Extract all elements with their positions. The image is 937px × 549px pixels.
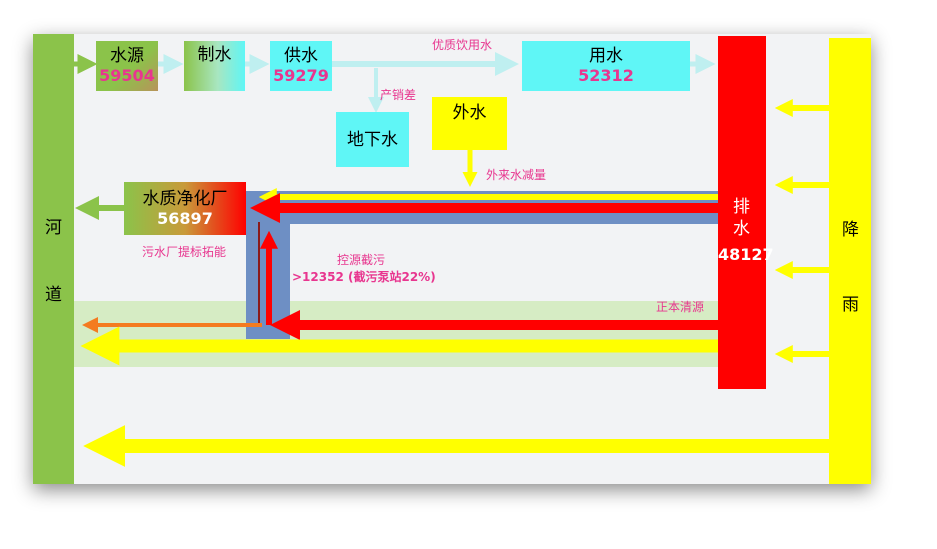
- rain-node: [829, 38, 871, 484]
- groundwater-node: 地下水: [336, 112, 409, 167]
- water-supply-value: 59279: [273, 66, 329, 85]
- water-source-value: 59504: [99, 66, 155, 85]
- external-water-node: 外水: [432, 97, 507, 150]
- water-supply-node: 供水 59279: [270, 41, 332, 91]
- water-source-node: 水源 59504: [96, 41, 158, 91]
- quality-drinking-label: 优质饮用水: [432, 38, 493, 52]
- source-interception-label: 控源截污: [337, 253, 386, 267]
- production-sales-gap-label: 产销差: [380, 88, 417, 102]
- rain-label-1: 降: [842, 220, 859, 240]
- water-treatment-node: 制水: [184, 41, 245, 91]
- external-reduction-label: 外来水减量: [486, 168, 547, 182]
- water-treatment-label: 制水: [197, 45, 232, 65]
- external-water-label: 外水: [452, 103, 487, 123]
- drainage-label-1: 排: [733, 197, 750, 217]
- rain-label-2: 雨: [842, 295, 859, 315]
- river-label-2: 道: [45, 285, 62, 305]
- clean-source-label: 正本清源: [656, 300, 705, 314]
- purification-plant-label: 水质净化厂: [142, 188, 228, 209]
- river-label-1: 河: [45, 218, 62, 238]
- drainage-value: 48127: [718, 245, 774, 264]
- water-usage-label: 用水: [589, 46, 623, 66]
- clean-source-band: [73, 301, 719, 367]
- river-node: [33, 34, 74, 484]
- interception-value-label: >12352 (截污泵站22%): [292, 270, 436, 284]
- plant-capacity-label: 污水厂提标拓能: [142, 245, 227, 259]
- water-usage-node: 用水 52312: [522, 41, 690, 91]
- water-supply-label: 供水: [284, 46, 318, 66]
- drainage-label-2: 水: [733, 219, 750, 239]
- drainage-node: [718, 36, 766, 389]
- water-usage-value: 52312: [578, 66, 634, 85]
- water-source-label: 水源: [110, 46, 144, 66]
- purification-plant-value: 56897: [157, 208, 213, 228]
- purification-plant-node: 水质净化厂 56897: [124, 182, 246, 235]
- groundwater-label: 地下水: [347, 129, 398, 150]
